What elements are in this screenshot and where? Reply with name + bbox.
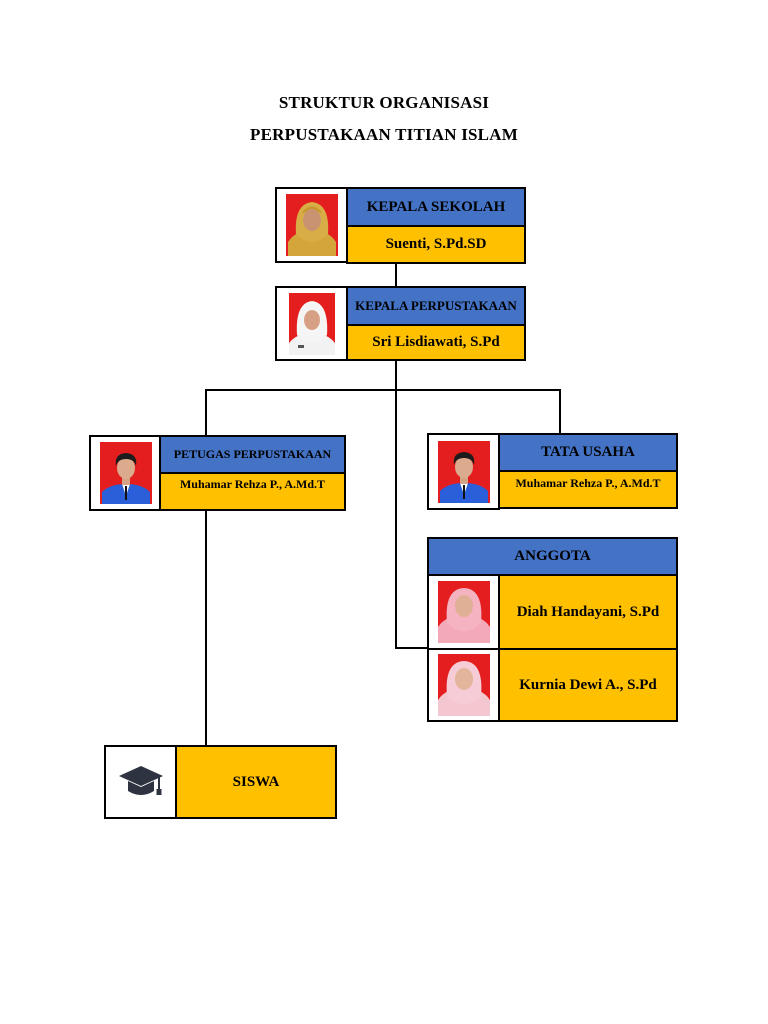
- kepala-perpustakaan-role-box: KEPALA PERPUSTAKAAN: [346, 286, 526, 326]
- connector-horizontal-branch: [205, 389, 561, 391]
- anggota-member-2-name: Kurnia Dewi A., S.Pd: [519, 676, 657, 693]
- siswa-label-box: SISWA: [175, 745, 337, 819]
- woman-hijab-photo: [437, 581, 490, 643]
- chart-title-line-1: STRUKTUR ORGANISASI: [278, 93, 490, 112]
- connector-kepsek-kaperpus: [395, 262, 397, 288]
- man-photo: [99, 442, 152, 504]
- graduation-cap-icon: [119, 766, 163, 795]
- kepala-perpustakaan-role: KEPALA PERPUSTAKAAN: [355, 298, 517, 313]
- anggota-role-box: ANGGOTA: [427, 537, 678, 576]
- kepala-sekolah-photo-frame: [275, 187, 348, 263]
- connector-to-anggota: [395, 647, 429, 649]
- siswa-label: SISWA: [232, 773, 280, 790]
- petugas-perpustakaan-name-box: Muhamar Rehza P., A.Md.T: [159, 472, 346, 511]
- petugas-perpustakaan-name: Muhamar Rehza P., A.Md.T: [179, 477, 325, 491]
- anggota-member-1-name-box: Diah Handayani, S.Pd: [498, 574, 678, 650]
- kepala-sekolah-role: KEPALA SEKOLAH: [366, 198, 506, 215]
- kepala-perpustakaan-name: Sri Lisdiawati, S.Pd: [372, 334, 500, 350]
- kepala-sekolah-name-box: Suenti, S.Pd.SD: [346, 225, 526, 264]
- connector-petugas-siswa: [205, 509, 207, 746]
- tata-usaha-name: Muhamar Rehza P., A.Md.T: [515, 476, 661, 490]
- anggota-member-2-name-box: Kurnia Dewi A., S.Pd: [498, 648, 678, 722]
- anggota-role: ANGGOTA: [514, 548, 591, 564]
- petugas-perpustakaan-photo-frame: [89, 435, 162, 511]
- anggota-member-1-name: Diah Handayani, S.Pd: [516, 603, 660, 620]
- tata-usaha-role: TATA USAHA: [541, 444, 635, 460]
- siswa-icon-frame: [104, 745, 178, 819]
- connector-kaperpus-trunk: [395, 359, 397, 649]
- woman-hijab-photo: [437, 654, 490, 716]
- chart-title-line-2: PERPUSTAKAAN TITIAN ISLAM: [250, 125, 518, 144]
- kepala-sekolah-name: Suenti, S.Pd.SD: [385, 236, 487, 252]
- kepala-perpustakaan-photo-frame: [275, 286, 348, 361]
- tata-usaha-name-box: Muhamar Rehza P., A.Md.T: [498, 470, 678, 509]
- petugas-perpustakaan-role: PETUGAS PERPUSTAKAAN: [173, 447, 332, 461]
- anggota-member-1-photo-frame: [427, 574, 500, 650]
- man-photo: [437, 440, 490, 503]
- woman-hijab-photo: [288, 292, 335, 355]
- kepala-perpustakaan-name-box: Sri Lisdiawati, S.Pd: [346, 324, 526, 361]
- petugas-perpustakaan-role-box: PETUGAS PERPUSTAKAAN: [159, 435, 346, 474]
- connector-to-tata-usaha: [559, 389, 561, 434]
- kepala-sekolah-role-box: KEPALA SEKOLAH: [346, 187, 526, 227]
- connector-to-petugas: [205, 389, 207, 436]
- anggota-member-2-photo-frame: [427, 648, 500, 722]
- woman-hijab-photo: [285, 194, 338, 256]
- tata-usaha-photo-frame: [427, 433, 500, 510]
- tata-usaha-role-box: TATA USAHA: [498, 433, 678, 472]
